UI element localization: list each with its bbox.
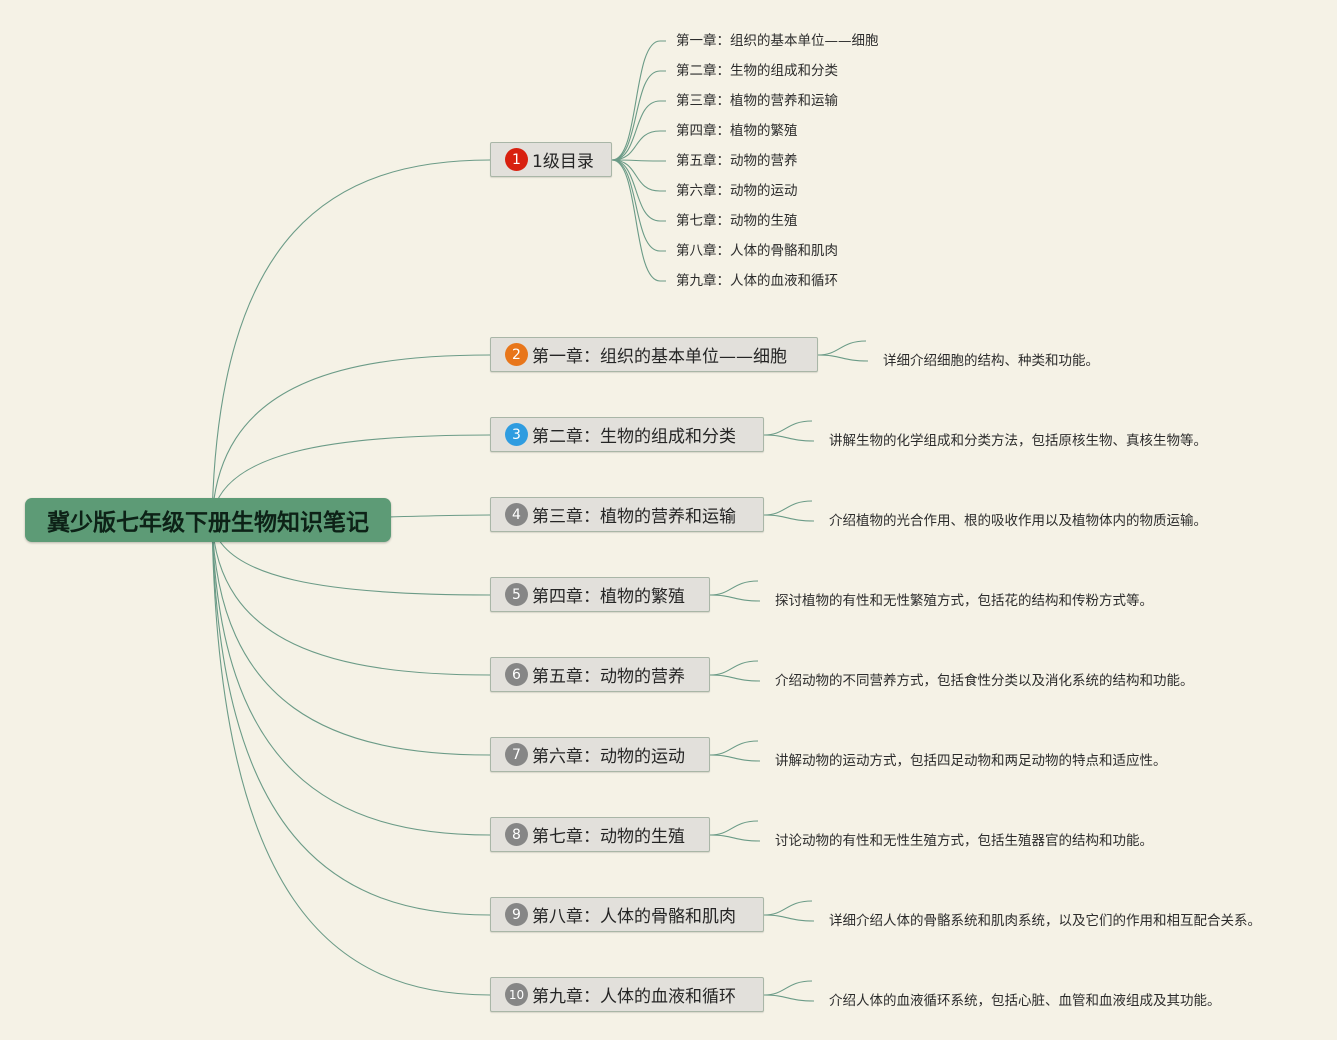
connector-root-branch-3 bbox=[211, 434, 491, 521]
subtopic-3-1[interactable]: 讲解生物的化学组成和分类方法，包括原核生物、真核生物等。 bbox=[829, 433, 1207, 449]
priority-badge-icon: 9 bbox=[505, 903, 528, 926]
branch-topic-7[interactable]: 7 第六章：动物的运动 bbox=[490, 737, 710, 772]
branch-label: 1级目录 bbox=[532, 152, 594, 172]
branch-topic-2[interactable]: 2 第一章：组织的基本单位——细胞 bbox=[490, 337, 818, 372]
connector-branch1-sub-7 bbox=[611, 159, 666, 222]
connector-branch9-detail bbox=[763, 900, 815, 922]
connector-root-branch-6 bbox=[211, 519, 491, 676]
priority-badge-icon: 3 bbox=[505, 423, 528, 446]
subtopic-1-7[interactable]: 第七章：动物的生殖 bbox=[676, 213, 798, 229]
connector-branch1-sub-5 bbox=[611, 159, 666, 162]
connector-branch8-detail bbox=[709, 820, 761, 842]
subtopic-8-1[interactable]: 讨论动物的有性和无性生殖方式，包括生殖器官的结构和功能。 bbox=[775, 833, 1153, 849]
subtopic-1-6[interactable]: 第六章：动物的运动 bbox=[676, 183, 798, 199]
subtopic-9-1[interactable]: 详细介绍人体的骨骼系统和肌肉系统，以及它们的作用和相互配合关系。 bbox=[829, 913, 1261, 929]
connector-root-branch-2 bbox=[211, 354, 491, 521]
connector-branch7-detail bbox=[709, 740, 761, 762]
connector-root-branch-8 bbox=[211, 519, 491, 836]
connector-branch1-sub-8 bbox=[611, 159, 666, 252]
subtopic-1-9[interactable]: 第九章：人体的血液和循环 bbox=[676, 273, 838, 289]
subtopic-4-1[interactable]: 介绍植物的光合作用、根的吸收作用以及植物体内的物质运输。 bbox=[829, 513, 1207, 529]
branch-topic-6[interactable]: 6 第五章：动物的营养 bbox=[490, 657, 710, 692]
connector-branch1-sub-4 bbox=[611, 130, 666, 161]
subtopic-5-1[interactable]: 探讨植物的有性和无性繁殖方式，包括花的结构和传粉方式等。 bbox=[775, 593, 1153, 609]
priority-badge-icon: 6 bbox=[505, 663, 528, 686]
connector-branch1-sub-1 bbox=[611, 40, 666, 161]
connector-branch10-detail bbox=[763, 980, 815, 1002]
subtopic-10-1[interactable]: 介绍人体的血液循环系统，包括心脏、血管和血液组成及其功能。 bbox=[829, 993, 1221, 1009]
branch-topic-4[interactable]: 4 第三章：植物的营养和运输 bbox=[490, 497, 764, 532]
root-topic[interactable]: 冀少版七年级下册生物知识笔记 bbox=[25, 498, 391, 542]
subtopic-1-4[interactable]: 第四章：植物的繁殖 bbox=[676, 123, 798, 139]
branch-topic-5[interactable]: 5 第四章：植物的繁殖 bbox=[490, 577, 710, 612]
connector-branch1-sub-3 bbox=[611, 100, 666, 161]
connector-root-branch-9 bbox=[211, 519, 491, 916]
connector-branch1-sub-9 bbox=[611, 159, 666, 282]
branch-label: 第八章：人体的骨骼和肌肉 bbox=[532, 907, 736, 927]
branch-label: 第九章：人体的血液和循环 bbox=[532, 987, 736, 1007]
branch-topic-1[interactable]: 1 1级目录 bbox=[490, 142, 612, 177]
subtopic-1-2[interactable]: 第二章：生物的组成和分类 bbox=[676, 63, 838, 79]
connector-root-branch-7 bbox=[211, 519, 491, 756]
subtopic-6-1[interactable]: 介绍动物的不同营养方式，包括食性分类以及消化系统的结构和功能。 bbox=[775, 673, 1194, 689]
branch-label: 第三章：植物的营养和运输 bbox=[532, 507, 736, 527]
branch-label: 第五章：动物的营养 bbox=[532, 667, 685, 687]
priority-badge-icon: 1 bbox=[505, 148, 528, 171]
branch-label: 第六章：动物的运动 bbox=[532, 747, 685, 767]
priority-badge-icon: 10 bbox=[505, 983, 528, 1006]
priority-badge-icon: 8 bbox=[505, 823, 528, 846]
subtopic-2-1[interactable]: 详细介绍细胞的结构、种类和功能。 bbox=[883, 353, 1099, 369]
subtopic-1-8[interactable]: 第八章：人体的骨骼和肌肉 bbox=[676, 243, 838, 259]
branch-topic-9[interactable]: 9 第八章：人体的骨骼和肌肉 bbox=[490, 897, 764, 932]
branch-label: 第二章：生物的组成和分类 bbox=[532, 427, 736, 447]
branch-topic-3[interactable]: 3 第二章：生物的组成和分类 bbox=[490, 417, 764, 452]
connector-branch4-detail bbox=[763, 500, 815, 522]
subtopic-7-1[interactable]: 讲解动物的运动方式，包括四足动物和两足动物的特点和适应性。 bbox=[775, 753, 1167, 769]
priority-badge-icon: 5 bbox=[505, 583, 528, 606]
connector-branch1-sub-2 bbox=[611, 70, 666, 161]
connector-branch3-detail bbox=[763, 420, 815, 442]
branch-topic-8[interactable]: 8 第七章：动物的生殖 bbox=[490, 817, 710, 852]
branch-label: 第七章：动物的生殖 bbox=[532, 827, 685, 847]
connector-branch1-sub-6 bbox=[611, 159, 666, 192]
connector-branch2-detail bbox=[817, 340, 869, 362]
connector-root-branch-1 bbox=[211, 159, 491, 521]
subtopic-1-5[interactable]: 第五章：动物的营养 bbox=[676, 153, 798, 169]
subtopic-1-1[interactable]: 第一章：组织的基本单位——细胞 bbox=[676, 33, 879, 49]
branch-label: 第四章：植物的繁殖 bbox=[532, 587, 685, 607]
branch-label: 第一章：组织的基本单位——细胞 bbox=[532, 347, 787, 367]
subtopic-1-3[interactable]: 第三章：植物的营养和运输 bbox=[676, 93, 838, 109]
connector-branch5-detail bbox=[709, 580, 761, 602]
priority-badge-icon: 7 bbox=[505, 743, 528, 766]
priority-badge-icon: 4 bbox=[505, 503, 528, 526]
connector-branch6-detail bbox=[709, 660, 761, 682]
branch-topic-10[interactable]: 10 第九章：人体的血液和循环 bbox=[490, 977, 764, 1012]
priority-badge-icon: 2 bbox=[505, 343, 528, 366]
connector-root-branch-10 bbox=[211, 519, 491, 996]
